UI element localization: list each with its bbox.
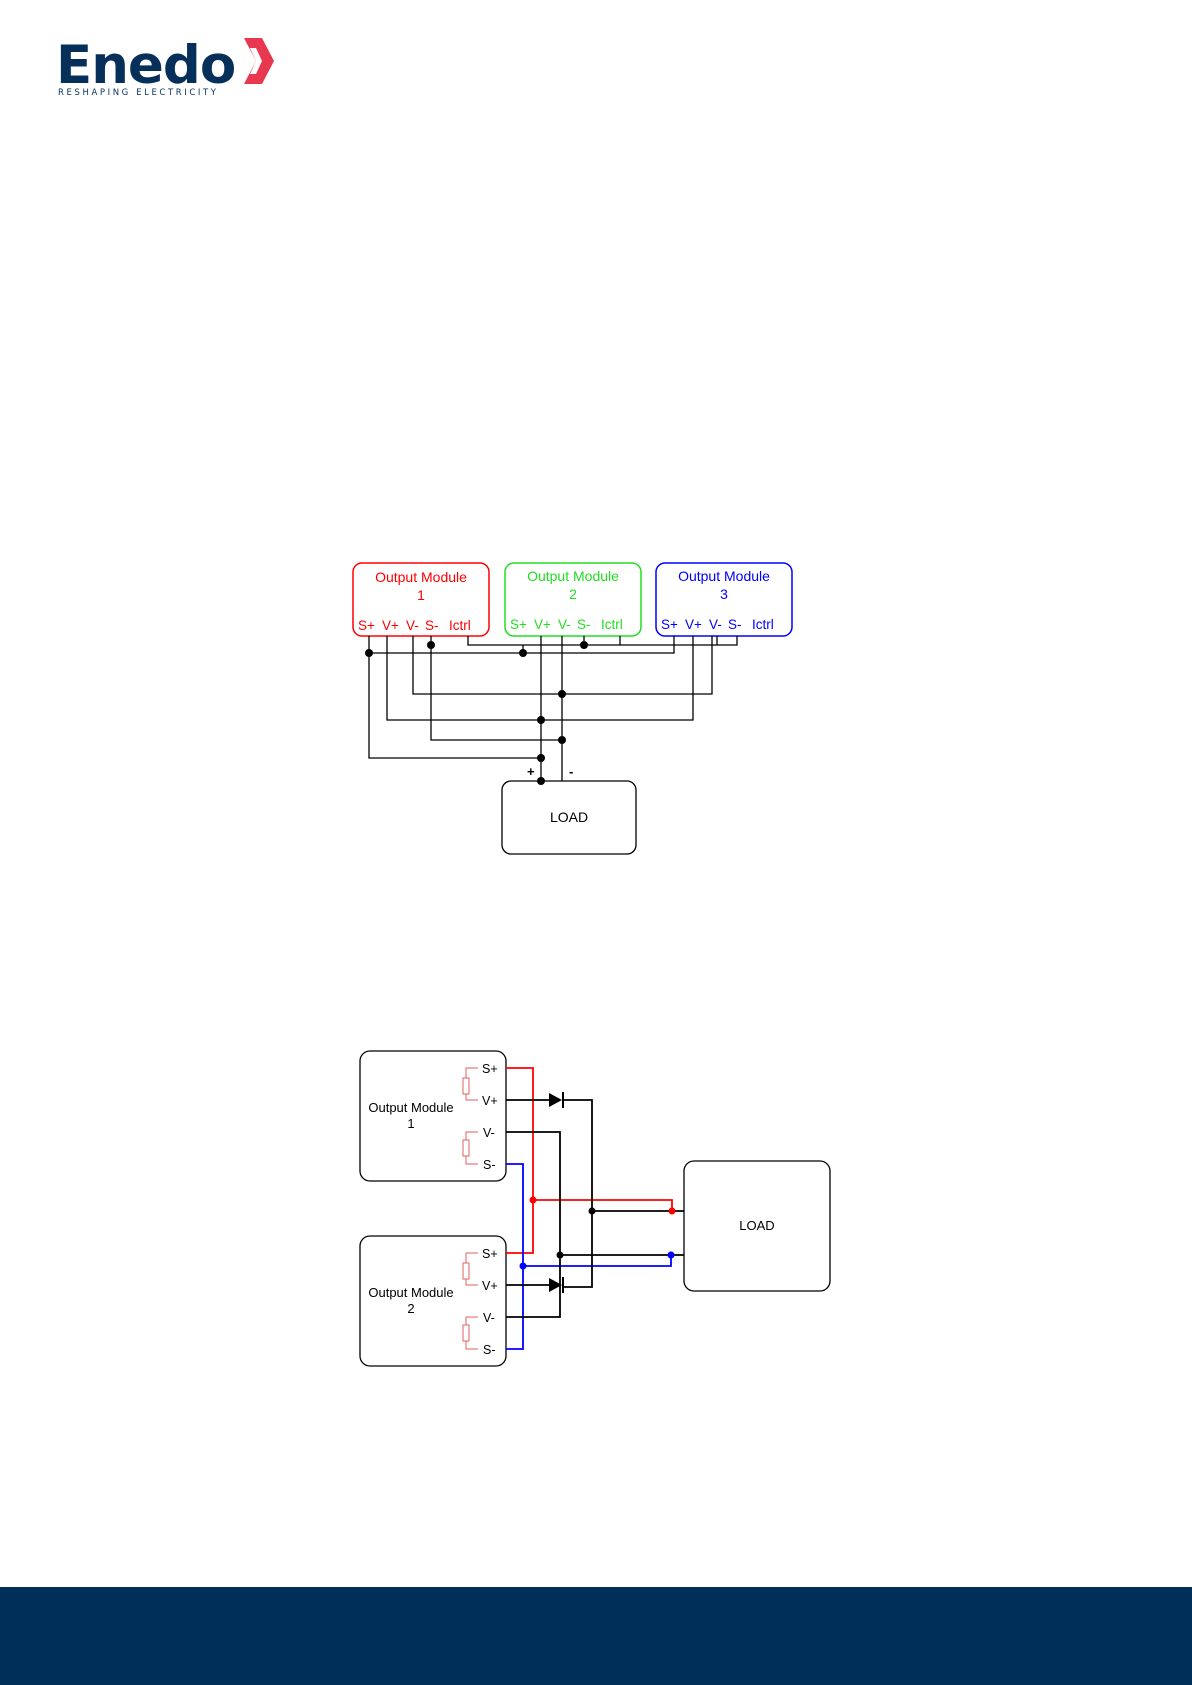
pin-label: V+ [382, 618, 399, 633]
load-label: LOAD [739, 1218, 774, 1233]
pin-label: S+ [661, 617, 678, 632]
module-2-number: 2 [569, 586, 577, 602]
module-3-title: Output Module [678, 568, 770, 584]
load-plus-label: + [527, 764, 535, 779]
pin-label: S- [728, 617, 742, 632]
pin-label: Ictrl [752, 617, 774, 632]
module-1-number: 1 [407, 1116, 414, 1131]
pin-label: S- [483, 1158, 496, 1172]
diagram1-junctions [365, 641, 588, 785]
diode-icon [549, 1092, 563, 1108]
module-2-number: 2 [407, 1301, 414, 1316]
pin-label: V- [483, 1311, 495, 1325]
module-1-number: 1 [417, 587, 425, 603]
footer-band [0, 1587, 1192, 1685]
module-3-number: 3 [720, 586, 728, 602]
pin-label: S- [577, 617, 591, 632]
pin-label: S+ [510, 617, 527, 632]
diagram2-junctions [520, 1197, 676, 1270]
pin-label: S- [483, 1343, 496, 1357]
diagram1-wires [369, 636, 737, 781]
module-2-title: Output Module [527, 568, 619, 584]
load-label: LOAD [550, 809, 588, 825]
module-1-title: Output Module [368, 1100, 453, 1115]
pin-label: S- [425, 618, 439, 633]
pin-label: V- [483, 1126, 495, 1140]
pin-label: S+ [482, 1247, 498, 1261]
pin-label: S+ [482, 1062, 498, 1076]
module-1-title: Output Module [375, 569, 467, 585]
pin-label: V+ [685, 617, 702, 632]
pin-label: S+ [358, 618, 375, 633]
pin-label: V- [709, 617, 722, 632]
parallel-wiring-diagram: Output Module 1 Output Module 2 Output M… [353, 563, 792, 854]
module-2-title: Output Module [368, 1285, 453, 1300]
sense-resistors [463, 1068, 478, 1349]
pin-label: V- [558, 617, 571, 632]
pin-label: Ictrl [449, 618, 471, 633]
wiring-diagrams: Output Module 1 Output Module 2 Output M… [0, 0, 1192, 1587]
redundant-wiring-diagram: Output Module 1 Output Module 2 S+ V+ V-… [360, 1051, 830, 1366]
pin-label: V+ [534, 617, 551, 632]
pin-label: Ictrl [601, 617, 623, 632]
pin-label: V+ [482, 1279, 498, 1293]
pin-label: V+ [482, 1094, 498, 1108]
sense-plus-wires [506, 1068, 672, 1253]
pin-label: V- [406, 618, 419, 633]
sense-minus-wires [506, 1164, 671, 1349]
load-minus-label: - [569, 764, 573, 779]
